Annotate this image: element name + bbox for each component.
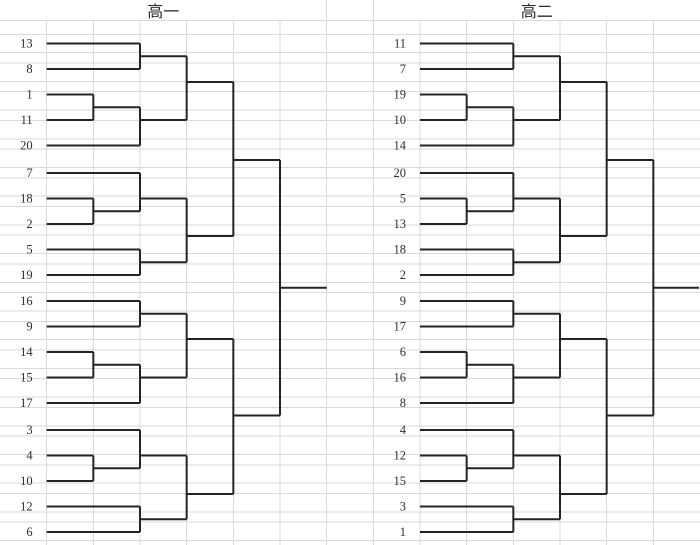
team-label: 2 xyxy=(400,268,406,282)
team-label: 18 xyxy=(394,243,407,257)
team-label: 13 xyxy=(394,217,407,231)
team-label: 15 xyxy=(20,371,33,385)
team-label: 20 xyxy=(20,139,33,153)
team-label: 4 xyxy=(26,449,33,463)
bracket-title-left: 高一 xyxy=(147,3,179,21)
team-label: 18 xyxy=(20,192,33,206)
team-label: 11 xyxy=(394,37,406,51)
team-label: 12 xyxy=(20,500,33,514)
team-label: 13 xyxy=(20,37,33,51)
team-label: 5 xyxy=(26,243,32,257)
team-label: 16 xyxy=(20,294,33,308)
bracket-title-right: 高二 xyxy=(521,3,553,21)
team-label: 8 xyxy=(400,396,406,410)
team-label: 17 xyxy=(394,320,407,334)
team-label: 1 xyxy=(400,525,406,539)
team-label: 15 xyxy=(394,474,407,488)
team-labels: 1381112071825191691415173410126117191014… xyxy=(20,37,407,540)
team-label: 6 xyxy=(26,525,32,539)
team-label: 10 xyxy=(20,474,33,488)
team-label: 8 xyxy=(26,62,32,76)
team-label: 7 xyxy=(400,62,406,76)
team-label: 12 xyxy=(394,449,407,463)
bracket-lines xyxy=(46,42,699,533)
team-label: 2 xyxy=(26,217,32,231)
team-label: 20 xyxy=(394,166,407,180)
team-label: 11 xyxy=(21,113,33,127)
team-label: 17 xyxy=(20,396,33,410)
team-label: 3 xyxy=(26,423,32,437)
team-label: 9 xyxy=(26,320,32,334)
team-label: 19 xyxy=(394,88,407,102)
team-label: 9 xyxy=(400,294,406,308)
team-label: 7 xyxy=(26,166,32,180)
team-label: 14 xyxy=(394,139,407,153)
team-label: 4 xyxy=(400,423,407,437)
team-label: 14 xyxy=(20,345,33,359)
team-label: 19 xyxy=(20,268,33,282)
team-label: 6 xyxy=(400,345,406,359)
team-label: 3 xyxy=(400,500,406,514)
team-label: 16 xyxy=(394,371,407,385)
team-label: 1 xyxy=(26,88,32,102)
team-label: 5 xyxy=(400,192,406,206)
team-label: 10 xyxy=(394,113,407,127)
